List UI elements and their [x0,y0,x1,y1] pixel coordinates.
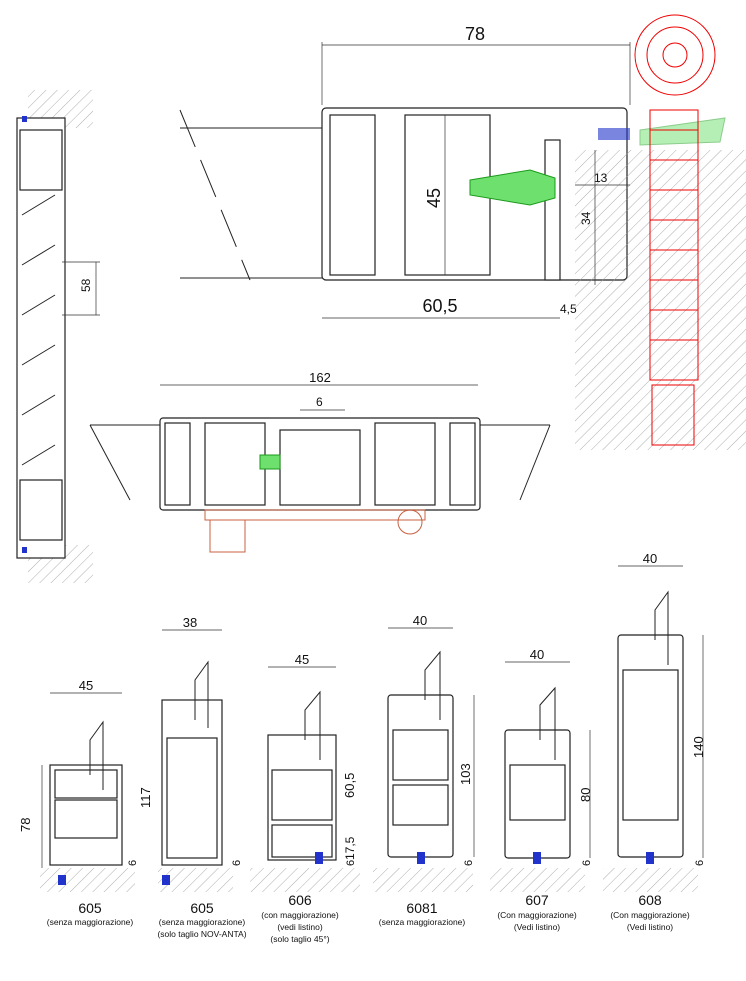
dim-13: 13 [594,171,608,185]
profile-code: 607 [525,892,549,908]
frame-section-top: 78 45 60,5 13 34 4,5 [179,14,746,450]
dim-height-45: 45 [424,188,444,208]
profile-note: (Con maggiorazione) [497,910,577,920]
profile-code: 605 [190,900,214,916]
profile-note: (vedi listino) [277,922,323,932]
dim-height: 78 [18,818,33,832]
dim-162: 162 [309,370,331,385]
dim-width: 40 [413,613,427,628]
screw-icon [469,169,556,206]
dim-height: 103 [458,763,473,785]
profile-code: 606 [288,892,312,908]
profile-605-b: 38 117 6 [138,615,243,892]
dim-base: 6 [231,860,243,866]
profile-note: (con maggiorazione) [261,910,339,920]
dim-width-60-5: 60,5 [422,296,457,316]
profile-note: (solo taglio 45°) [270,934,329,944]
profile-note: (senza maggiorazione) [47,917,134,927]
dim-height: 117 [138,787,153,808]
profile-6081: 40 103 6 [373,613,475,892]
profile-606: 45 60,5 17,5 6 [250,652,360,892]
dim-base: 6 [463,860,475,866]
dim-width: 40 [530,647,544,662]
dim-base: 6 [127,860,139,866]
profile-code: 608 [638,892,662,908]
dim-6: 6 [316,395,323,409]
dim-width: 45 [295,652,309,667]
profile-note: (senza maggiorazione) [159,917,246,927]
profile-605-a: 45 78 6 [18,678,139,892]
profile-note: (Vedi listino) [627,922,673,932]
dim-height: 80 [578,788,593,802]
dim-base: 6 [345,860,357,866]
dim-width-78: 78 [465,24,485,44]
profile-captions: 605 (senza maggiorazione) 605 (senza mag… [47,892,690,944]
hinge-pin [634,14,726,446]
frame-section-middle: 162 6 [89,370,551,553]
dim-34: 34 [579,211,593,225]
dim-base: 6 [694,860,706,866]
dim-width: 45 [79,678,93,693]
profile-note: (solo taglio NOV-ANTA) [157,929,246,939]
profile-note: (Vedi listino) [514,922,560,932]
profile-note: (Con maggiorazione) [610,910,690,920]
profile-code: 605 [78,900,102,916]
dim-extra: 17,5 [343,836,357,860]
dim-height: 60,5 [342,773,357,798]
dim-base: 6 [581,860,593,866]
dim-height: 140 [691,736,706,758]
profile-note: (senza maggiorazione) [379,917,466,927]
dim-slat-58: 58 [79,278,93,292]
shutter-side-view: 58 [16,90,100,583]
dim-width: 38 [183,615,197,630]
dim-width: 40 [643,551,657,566]
profile-608: 40 140 6 [603,551,706,892]
profile-code: 6081 [406,900,437,916]
profile-607: 40 80 6 [490,647,593,892]
dim-4-5: 4,5 [560,302,577,316]
